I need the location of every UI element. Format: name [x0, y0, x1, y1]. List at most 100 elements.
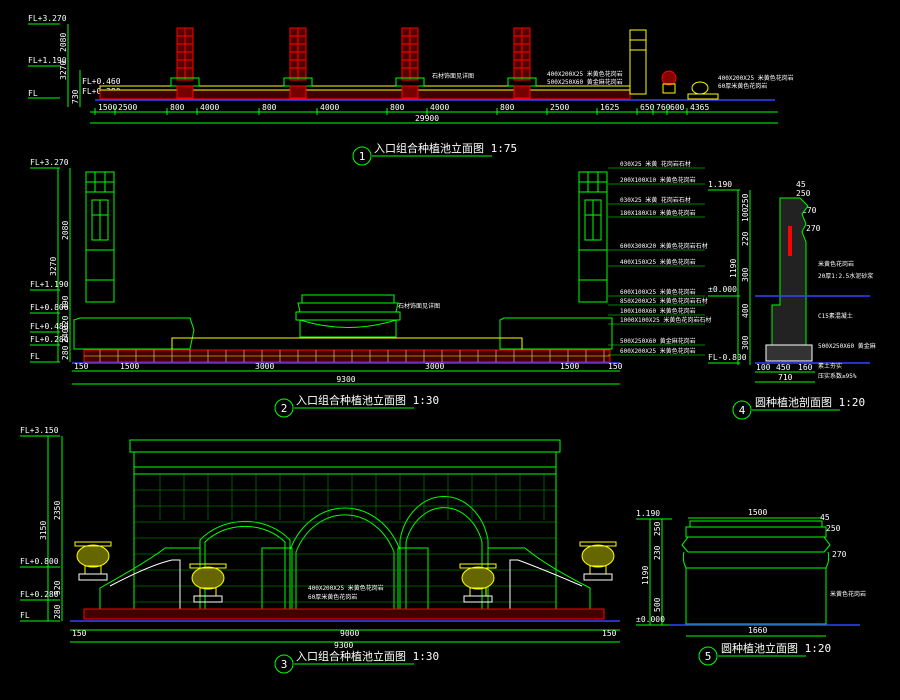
view3-level-1: FL+0.800 — [20, 557, 59, 566]
view3-number: 3 — [281, 658, 288, 671]
view3-urn — [579, 541, 617, 581]
view1-note-2: 500X250X60 黄金麻花岗岩 — [547, 78, 623, 86]
view2-vdim-2: 390 — [61, 295, 70, 310]
view2-left-pillar — [85, 171, 115, 303]
view1-urn-yellow — [691, 81, 709, 95]
view4-note-3: 500X250X60 黄金麻 — [818, 342, 876, 350]
view1-hdim: 800 — [170, 103, 185, 112]
view1-level-2: FL+0.460 — [82, 77, 121, 86]
view2-center-coping — [171, 337, 523, 351]
view1-level-0: FL+3.270 — [28, 14, 67, 23]
view2-note: 600X100X25 米黄色花岗岩 — [620, 288, 696, 296]
view-1-elevation: FL+3.270 FL+1.190 FL+0.460 FL+0.280 FL 2… — [28, 14, 794, 166]
view5-planter — [681, 520, 831, 625]
view3-note-1: 60厚米黄色花岗岩 — [308, 593, 357, 601]
view4-level-lines — [708, 189, 751, 365]
view5-level-lines — [636, 518, 672, 626]
view4-topdim-2: 270 — [802, 206, 817, 215]
view1-note-4: 60厚米黄色花岗岩 — [718, 82, 767, 90]
view1-level-4: FL — [28, 89, 38, 98]
view4-level-0: 1.190 — [708, 180, 732, 189]
view1-number-circle — [352, 146, 372, 166]
view4-topdim-3: 270 — [806, 224, 821, 233]
view2-note: 500X250X60 黄金麻花岗岩 — [620, 337, 696, 345]
view3-vdim-2: 520 — [53, 580, 62, 595]
view3-urn — [74, 541, 112, 581]
view3-base — [83, 608, 605, 620]
view4-note-2: C15素混凝土 — [818, 312, 853, 320]
view4-vdim-5: 400 — [741, 303, 750, 318]
view2-center-note: 石材饰面见详图 — [398, 302, 440, 310]
view2-note: 030X25 米黄 花岗岩石材 — [620, 196, 691, 204]
view1-number: 1 — [359, 150, 366, 163]
view3-number-circle — [274, 654, 294, 674]
view4-vdim-6: 300 — [741, 335, 750, 350]
view2-note: 180X180X10 米黄色花岗岩 — [620, 209, 696, 217]
view1-hdim: 4000 — [320, 103, 339, 112]
view4-hdim-0: 100 — [756, 363, 771, 372]
view4-topdim-0: 45 — [796, 180, 806, 189]
view2-right-planter — [499, 317, 613, 350]
view2-level-2: FL+0.800 — [30, 303, 69, 312]
view-2-elevation: FL+3.270 FL+1.190 FL+0.800 FL+0.480 FL+0… — [30, 158, 711, 418]
view1-note-3: 400X200X25 米黄色花岗岩 — [718, 74, 794, 82]
view4-vdim-4: 300 — [741, 267, 750, 282]
view2-note: 1000X100X25 米黄色花岗岩石材 — [620, 316, 711, 324]
view1-hdim: 800 — [262, 103, 277, 112]
view3-hdim-1: 9000 — [340, 629, 359, 638]
view3-title: 入口组合种植池立面图 1:30 — [296, 649, 439, 663]
view3-left-rail — [109, 559, 181, 609]
view4-hdim-2: 160 — [798, 363, 813, 372]
view2-note: 600X200X25 米黄色花岗岩 — [620, 347, 696, 355]
view1-vdim-0: 2080 — [59, 33, 68, 52]
view1-hdim: 650 — [640, 103, 655, 112]
view1-urn-red — [661, 70, 677, 86]
view3-right-wing — [487, 547, 591, 610]
view2-level-4: FL+0.280 — [30, 335, 69, 344]
view3-total: 9300 — [334, 641, 353, 650]
view4-level-2: FL-0.800 — [708, 353, 747, 362]
view1-pillar — [507, 27, 537, 99]
view-4-section: 1.190 ±0.000 FL-0.800 250 100 220 1190 3… — [708, 180, 876, 420]
view1-pillars — [170, 27, 537, 99]
view5-top-dim: 1500 — [748, 508, 767, 517]
view2-level-1: FL+1.190 — [30, 280, 69, 289]
view5-level-1: ±0.000 — [636, 615, 665, 624]
view5-vdim-3: 500 — [653, 597, 662, 612]
view1-pillar — [283, 27, 313, 99]
view4-vdim-3: 1190 — [729, 259, 738, 278]
view1-hdim: 600 — [670, 103, 685, 112]
view2-note: 400X150X25 米黄色花岗岩 — [620, 258, 696, 266]
view2-vdim-0: 2080 — [61, 221, 70, 240]
view2-note: 100X100X60 米黄色花岗岩 — [620, 307, 696, 315]
view4-footing — [765, 344, 813, 362]
view2-level-0: FL+3.270 — [30, 158, 69, 167]
view1-hdim: 1625 — [600, 103, 619, 112]
view3-level-2: FL+0.280 — [20, 590, 59, 599]
view2-base-joints — [84, 350, 610, 362]
view3-hdim-2: 150 — [602, 629, 617, 638]
view2-note: 600X300X20 米黄色花岗岩石材 — [620, 242, 708, 250]
view4-number-circle — [732, 400, 752, 420]
view1-pillar — [395, 27, 425, 99]
view3-level-lines — [20, 435, 63, 622]
view2-levels — [30, 167, 71, 363]
view5-rdim-2: 270 — [832, 550, 847, 559]
view5-vdim-1: 230 — [653, 545, 662, 560]
view1-total: 29900 — [415, 114, 439, 123]
view4-vdim-0: 250 — [741, 193, 750, 208]
view2-hdim: 150 — [74, 362, 89, 371]
view1-hdim: 800 — [500, 103, 515, 112]
view2-title: 入口组合种植池立面图 1:30 — [296, 393, 439, 407]
view3-vdim-3: 280 — [53, 604, 62, 619]
view4-wall-section — [771, 197, 809, 346]
view2-total: 9300 — [336, 375, 355, 384]
view4-number: 4 — [739, 404, 746, 417]
view3-left-wing — [99, 547, 201, 610]
view4-vdim-1: 100 — [741, 207, 750, 222]
view4-note-5: 压实系数≥95% — [818, 372, 857, 380]
view2-hdim: 1500 — [560, 362, 579, 371]
view3-note-0: 400X200X25 米黄色花岗岩 — [308, 584, 384, 592]
view5-vdim-0: 250 — [653, 521, 662, 536]
